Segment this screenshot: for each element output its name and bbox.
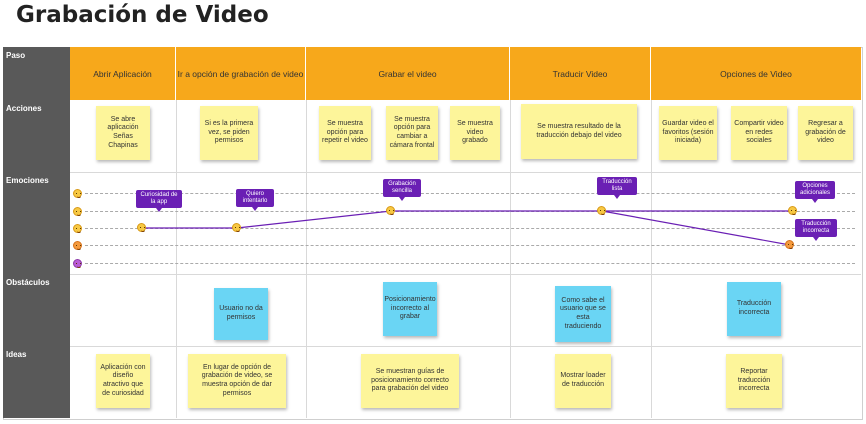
emotion-label: Grabación sencilla — [383, 179, 421, 202]
emotion-level-line — [85, 245, 855, 246]
happy-face-icon — [386, 206, 395, 215]
emotion-level-line — [85, 263, 855, 264]
emotion-label: Quiero intentarlo — [236, 189, 274, 212]
sticky-note-accion: Compartir video en redes sociales — [731, 106, 787, 160]
sticky-note-obstaculo: Traducción incorrecta — [727, 282, 781, 336]
column-divider — [510, 100, 511, 418]
stage-header-abrir-aplicacion: Abrir Aplicación — [70, 47, 176, 100]
page-title: Grabación de Video — [16, 2, 269, 28]
emotion-label: Curiosidad de la app — [136, 190, 182, 213]
happy-face-icon — [788, 206, 797, 215]
sad-face-icon — [73, 241, 82, 250]
very-sad-face-icon — [73, 259, 82, 268]
row-label-acciones: Acciones — [3, 100, 70, 172]
sticky-note-accion: Se abre aplicación Señas Chapinas — [96, 106, 150, 160]
stage-header-ir-a-opcion: Ir a opción de grabación de video — [176, 47, 306, 100]
stage-header-grabar-video: Grabar el video — [306, 47, 510, 100]
sticky-note-idea: Aplicación con diseño atractivo que de c… — [96, 354, 150, 408]
sticky-note-accion: Se muestra opción para repetir el video — [319, 106, 371, 160]
column-divider — [306, 100, 307, 418]
sticky-note-obstaculo: Como sabe el usuario que se esta traduci… — [555, 286, 611, 342]
row-label-obstaculos: Obstáculos — [3, 274, 70, 346]
emotion-label: Traducción incorrecta — [795, 219, 837, 242]
column-divider — [651, 100, 652, 418]
row-divider — [70, 172, 861, 173]
emotion-label: Opciones adicionales — [795, 181, 835, 204]
column-divider — [176, 100, 177, 418]
emotion-label: Traducción lista — [597, 177, 637, 200]
emotion-level-line — [85, 228, 855, 229]
row-label-emociones: Emociones — [3, 172, 70, 274]
sticky-note-accion: Regresar a grabación de video — [798, 106, 853, 160]
very-happy-face-icon — [73, 189, 82, 198]
sad-face-icon — [785, 240, 794, 249]
sticky-note-obstaculo: Usuario no da permisos — [214, 288, 268, 340]
sticky-note-accion: Si es la primera vez, se piden permisos — [200, 106, 258, 160]
stage-header-opciones-video: Opciones de Video — [651, 47, 861, 100]
row-divider — [70, 274, 861, 275]
sticky-note-accion: Se muestra resultado de la traducción de… — [521, 104, 637, 159]
happy-face-icon — [597, 206, 606, 215]
sticky-note-obstaculo: Posicionamiento incorrecto al grabar — [383, 282, 437, 336]
row-label-ideas: Ideas — [3, 346, 70, 418]
neutral-face-icon — [73, 224, 82, 233]
happy-face-icon — [73, 207, 82, 216]
neutral-face-icon — [232, 223, 241, 232]
neutral-face-icon — [137, 223, 146, 232]
sticky-note-idea: En lugar de opción de grabación de video… — [188, 354, 286, 408]
sticky-note-idea: Se muestran guías de posicionamiento cor… — [361, 354, 459, 408]
emotion-level-line — [85, 193, 855, 194]
sticky-note-accion: Guardar video el favoritos (sesión inici… — [659, 106, 717, 160]
sticky-note-accion: Se muestra opción para cambiar a cámara … — [386, 106, 438, 160]
sticky-note-accion: Se muestra video grabado — [450, 106, 500, 160]
row-label-paso: Paso — [3, 47, 70, 100]
stage-header-traducir-video: Traducir Video — [510, 47, 651, 100]
sticky-note-idea: Reportar traducción incorrecta — [726, 354, 782, 408]
row-divider — [70, 346, 861, 347]
sticky-note-idea: Mostrar loader de traducción — [555, 354, 611, 408]
